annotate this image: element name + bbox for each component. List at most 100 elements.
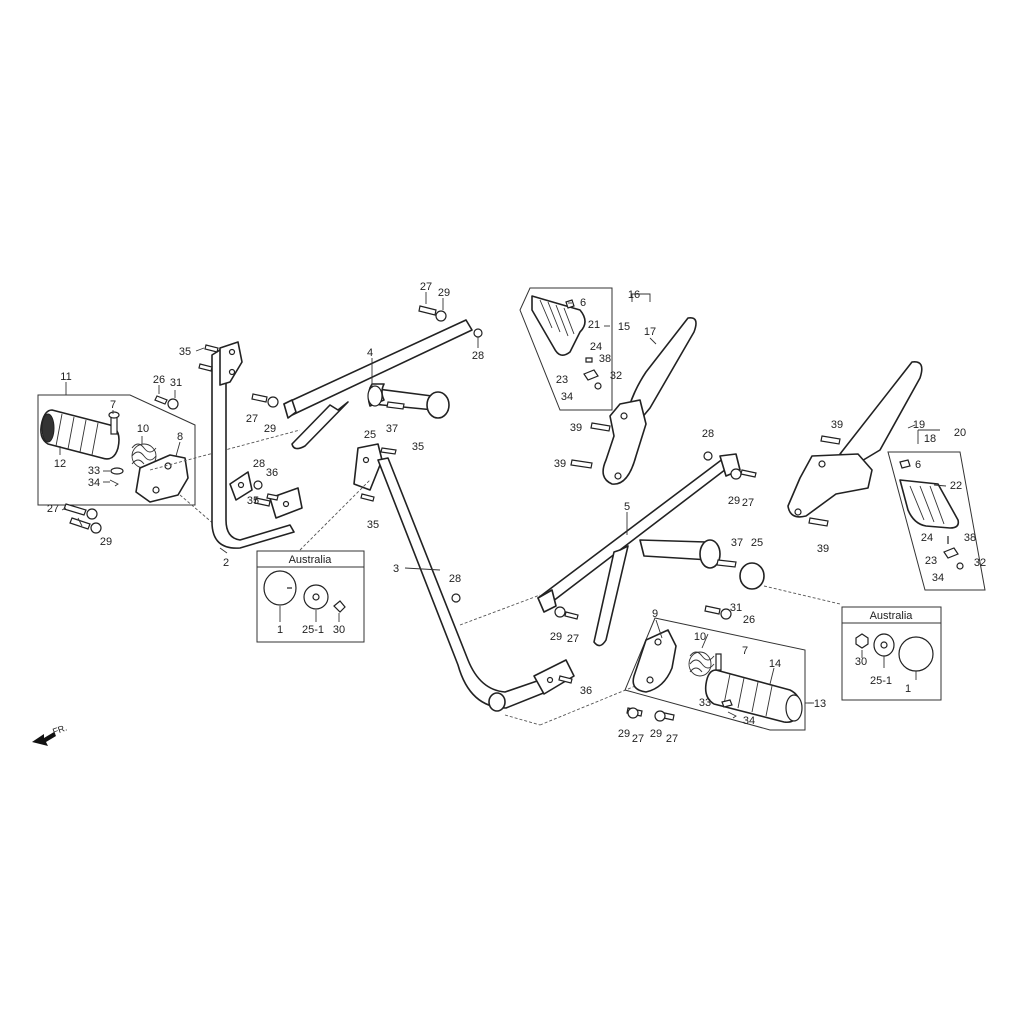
frame-pipe-4 <box>283 305 483 450</box>
callout-39: 39 <box>831 419 843 431</box>
frame-pipe-3 <box>299 443 651 726</box>
callout-26: 26 <box>743 614 755 626</box>
australia-box-left: Australia <box>256 550 365 643</box>
callout-34: 34 <box>932 572 944 584</box>
callout-34: 34 <box>88 477 100 489</box>
callout-28: 28 <box>253 458 265 470</box>
callout-28: 28 <box>449 573 461 585</box>
australia-label-left: Australia <box>289 554 333 566</box>
left-footrest-box <box>37 394 196 506</box>
frame-pipe-5 <box>537 451 841 647</box>
callout-35: 35 <box>367 519 379 531</box>
callout-39: 39 <box>554 458 566 470</box>
callout-4: 4 <box>367 347 373 359</box>
callout-27: 27 <box>666 733 678 745</box>
front-arrow-icon <box>32 732 56 746</box>
passenger-footpeg-box-18 <box>787 361 986 591</box>
callout-1: 1 <box>905 683 911 695</box>
callout-23: 23 <box>556 374 568 386</box>
callout-7: 7 <box>742 645 748 657</box>
callout-29: 29 <box>550 631 562 643</box>
callout-27: 27 <box>246 413 258 425</box>
callout-27: 27 <box>47 503 59 515</box>
callout-21: 21 <box>588 319 600 331</box>
australia-label-right: Australia <box>870 610 914 622</box>
bracket-19 <box>839 361 923 463</box>
callout-39: 39 <box>817 543 829 555</box>
passenger-footpeg-box-15 <box>519 287 697 485</box>
callout-17: 17 <box>644 326 656 338</box>
callout-24: 24 <box>590 341 602 353</box>
frame-pipe-2 <box>198 341 303 549</box>
callout-32: 32 <box>610 370 622 382</box>
callout-22: 22 <box>950 480 962 492</box>
callout-28: 28 <box>472 350 484 362</box>
callout-29: 29 <box>618 728 630 740</box>
callout-29: 29 <box>264 423 276 435</box>
callout-37: 37 <box>386 423 398 435</box>
callout-36: 36 <box>266 467 278 479</box>
step-rubber-22 <box>899 479 960 529</box>
callout-29: 29 <box>728 495 740 507</box>
callout-38: 38 <box>964 532 976 544</box>
callout-29: 29 <box>100 536 112 548</box>
right-footrest-assembly <box>624 605 812 731</box>
callout-36: 36 <box>580 685 592 697</box>
front-label: FR. <box>51 723 68 737</box>
callout-15: 15 <box>618 321 630 333</box>
callout-25-1: 25-1 <box>870 675 892 687</box>
callout-27: 27 <box>742 497 754 509</box>
callout-31: 31 <box>730 602 742 614</box>
callout-16: 16 <box>628 289 640 301</box>
callout-3: 3 <box>393 563 399 575</box>
callout-6: 6 <box>915 459 921 471</box>
callout-34: 34 <box>561 391 573 403</box>
callout-23: 23 <box>925 555 937 567</box>
callout-7: 7 <box>110 399 116 411</box>
callout-30: 30 <box>855 656 867 668</box>
left-pivot-pin <box>110 415 118 435</box>
callout-32: 32 <box>974 557 986 569</box>
callout-5: 5 <box>624 501 630 513</box>
step-rubber-21 <box>531 295 586 356</box>
callout-30: 30 <box>333 624 345 636</box>
callout-12: 12 <box>54 458 66 470</box>
callout-33: 33 <box>699 697 711 709</box>
callout-8: 8 <box>177 431 183 443</box>
callout-2: 2 <box>223 557 229 569</box>
callout-9: 9 <box>652 608 658 620</box>
callout-26: 26 <box>153 374 165 386</box>
callout-25: 25 <box>364 429 376 441</box>
callout-35: 35 <box>247 495 259 507</box>
callout-25-1: 25-1 <box>302 624 324 636</box>
nut-30-left <box>333 600 346 613</box>
callout-27: 27 <box>632 733 644 745</box>
callout-35: 35 <box>412 441 424 453</box>
callout-34: 34 <box>743 715 755 727</box>
callout-35: 35 <box>179 346 191 358</box>
cap-25-right <box>739 562 765 590</box>
callout-27: 27 <box>420 281 432 293</box>
left-footrest-assembly <box>37 382 301 534</box>
callout-24: 24 <box>921 532 933 544</box>
callout-31: 31 <box>170 377 182 389</box>
callout-11: 11 <box>60 371 71 383</box>
callout-33: 33 <box>88 465 100 477</box>
left-footpeg-bracket <box>135 454 189 503</box>
callout-10: 10 <box>694 631 706 643</box>
callout-numbers: 11 7 10 8 12 33 34 27 29 26 31 35 2 27 2… <box>47 281 986 745</box>
callout-14: 14 <box>769 658 781 670</box>
left-footpeg-rubber <box>40 409 120 460</box>
callout-10: 10 <box>137 423 149 435</box>
right-footpeg-rubber <box>704 669 803 724</box>
callout-18: 18 <box>924 433 936 445</box>
callout-38: 38 <box>599 353 611 365</box>
callout-25: 25 <box>751 537 763 549</box>
right-footpeg-bracket <box>632 629 677 693</box>
callout-39: 39 <box>570 422 582 434</box>
cap-1-left <box>263 570 297 606</box>
callout-28: 28 <box>702 428 714 440</box>
callout-1: 1 <box>277 624 283 636</box>
callout-37: 37 <box>731 537 743 549</box>
